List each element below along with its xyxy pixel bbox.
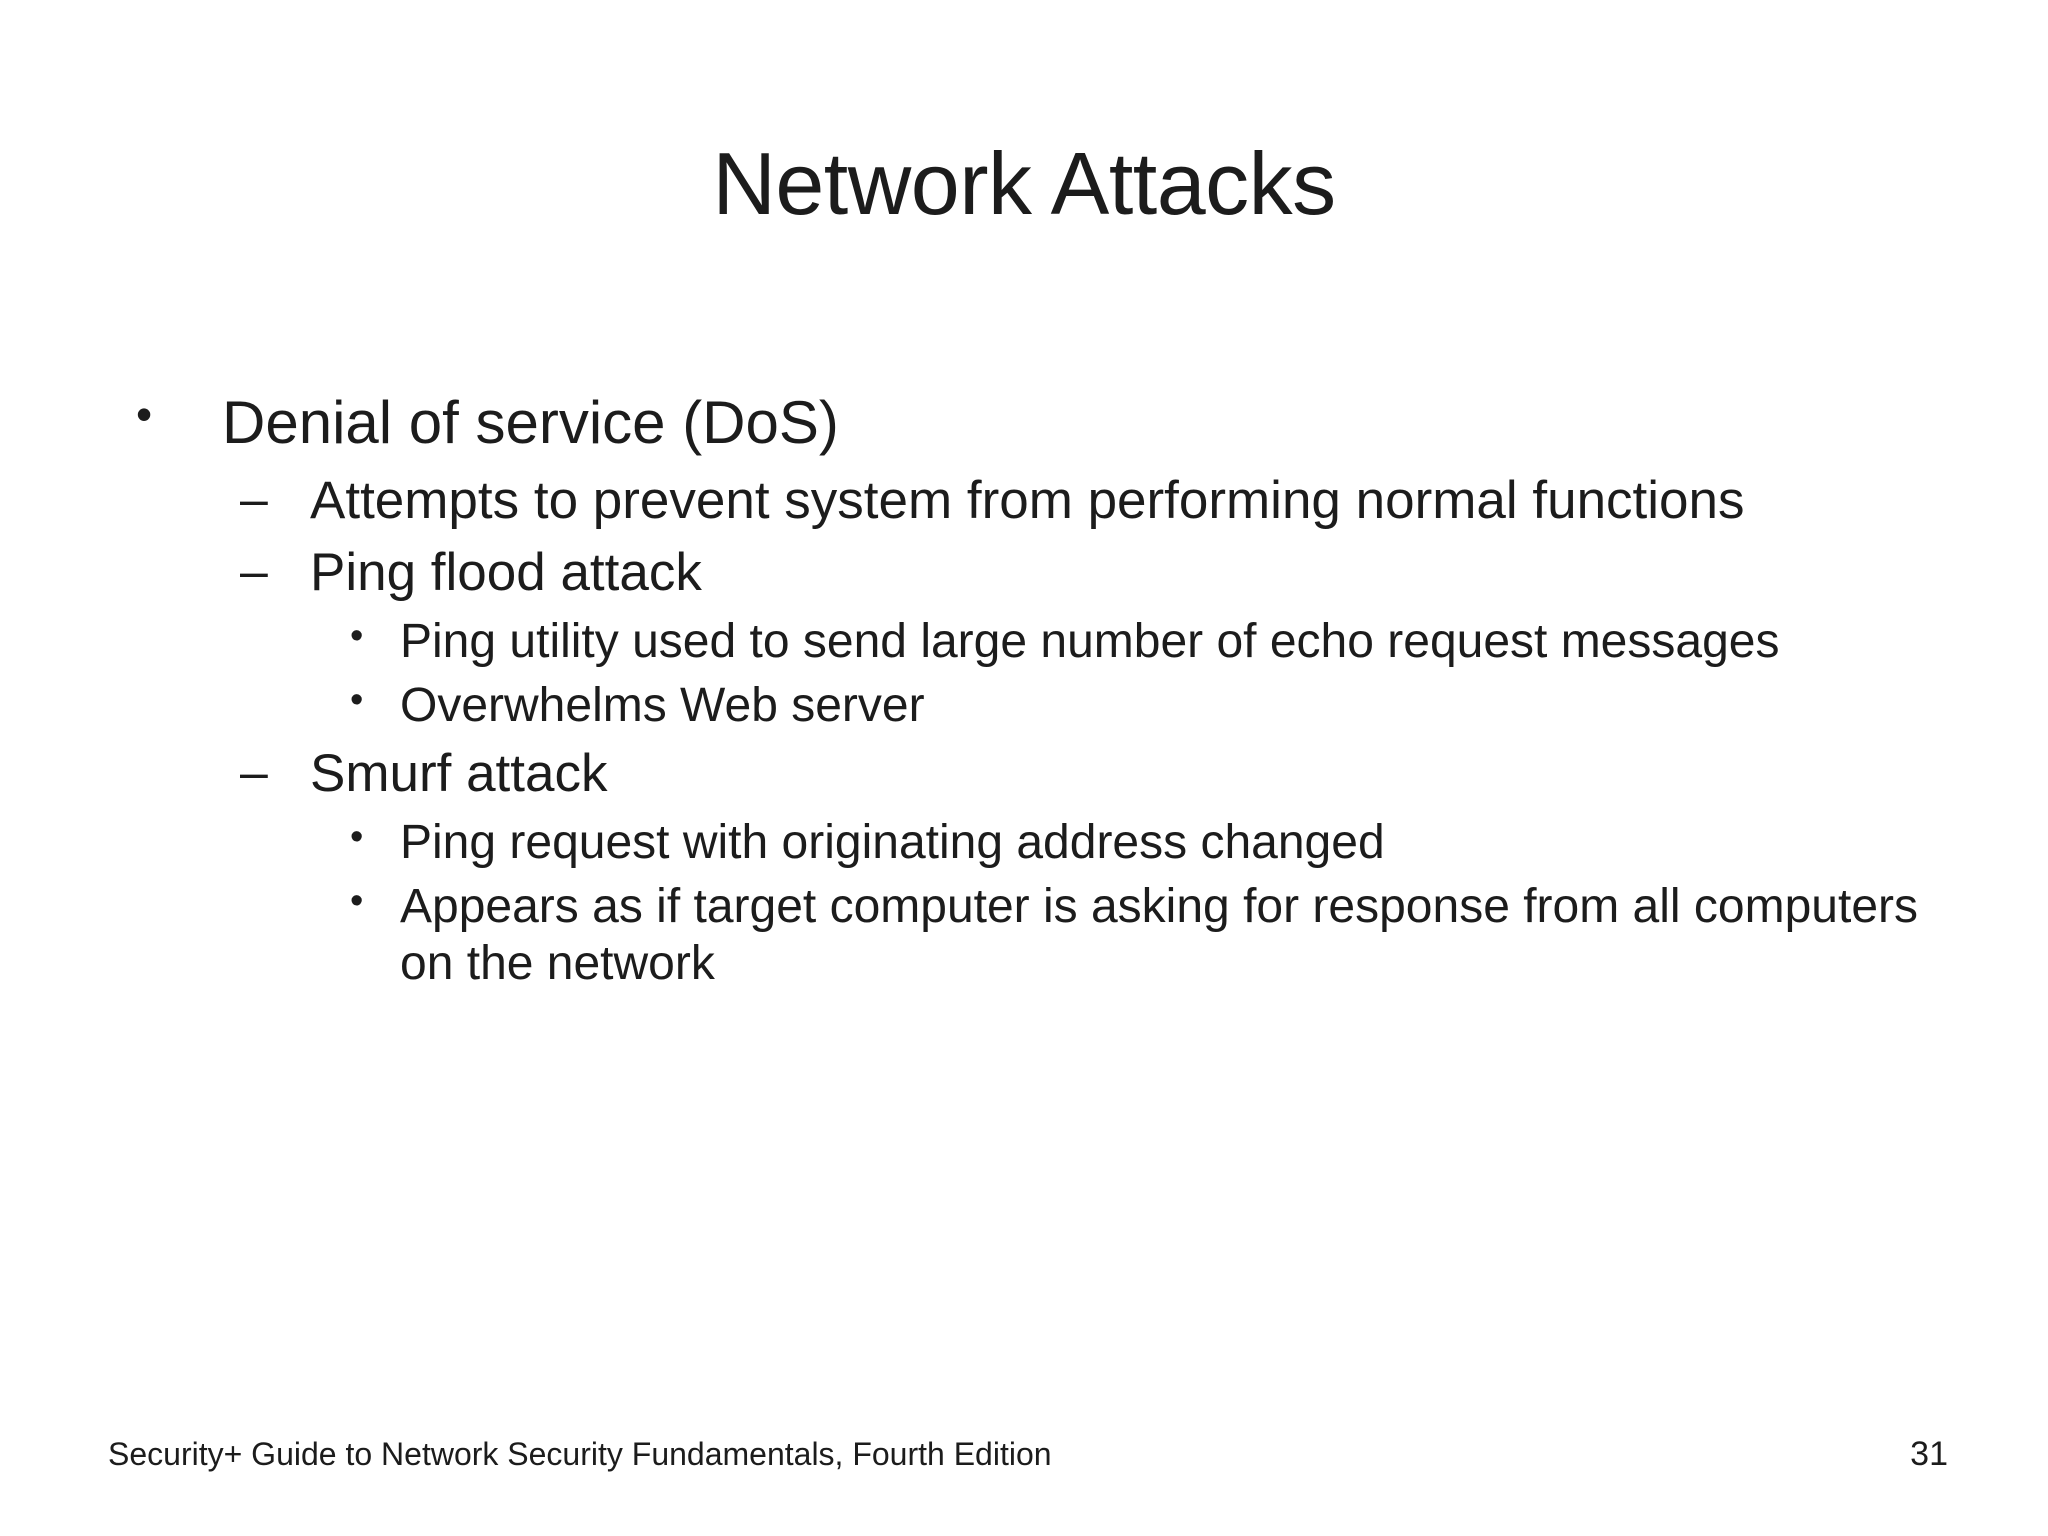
bullet-text: Ping flood attack bbox=[310, 542, 702, 602]
disc-bullet-icon: • bbox=[350, 815, 364, 858]
bullet-text: Overwhelms Web server bbox=[400, 679, 925, 733]
bullet-text: Appears as if target computer is asking … bbox=[400, 880, 1918, 991]
slide-body-content: • Denial of service (DoS) – Attempts to … bbox=[0, 388, 2048, 1001]
bullet-item-level2: – Smurf attack bbox=[0, 743, 2048, 805]
bullet-item-level3: • Appears as if target computer is askin… bbox=[0, 879, 2048, 992]
bullet-text: Denial of service (DoS) bbox=[222, 389, 839, 456]
bullet-item-level3: • Overwhelms Web server bbox=[0, 678, 2048, 735]
bullet-text: Attempts to prevent system from performi… bbox=[310, 470, 1745, 530]
dash-bullet-icon: – bbox=[240, 542, 268, 599]
dash-bullet-icon: – bbox=[240, 470, 268, 527]
bullet-item-level1: • Denial of service (DoS) bbox=[0, 388, 2048, 458]
disc-bullet-icon: • bbox=[350, 880, 364, 923]
slide-title: Network Attacks bbox=[712, 134, 1336, 233]
dash-bullet-icon: – bbox=[240, 743, 268, 800]
bullet-item-level2: – Attempts to prevent system from perfor… bbox=[0, 470, 2048, 532]
disc-bullet-icon: • bbox=[350, 614, 364, 657]
bullet-item-level3: • Ping request with originating address … bbox=[0, 815, 2048, 872]
footer-source-text: Security+ Guide to Network Security Fund… bbox=[108, 1436, 1052, 1472]
bullet-item-level2: – Ping flood attack bbox=[0, 542, 2048, 604]
slide-page-number: 31 bbox=[1910, 1435, 1948, 1473]
slide-footer: Security+ Guide to Network Security Fund… bbox=[0, 1432, 2048, 1484]
bullet-text: Ping request with originating address ch… bbox=[400, 815, 1385, 869]
disc-bullet-icon: • bbox=[136, 388, 153, 440]
bullet-text: Smurf attack bbox=[310, 743, 608, 803]
bullet-item-level3: • Ping utility used to send large number… bbox=[0, 614, 2048, 671]
disc-bullet-icon: • bbox=[350, 679, 364, 722]
bullet-text: Ping utility used to send large number o… bbox=[400, 614, 1780, 668]
